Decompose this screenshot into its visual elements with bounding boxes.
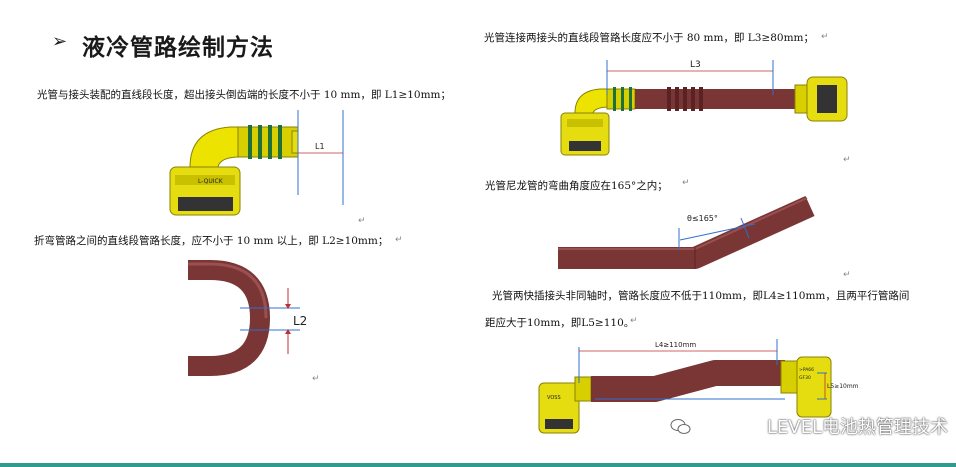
return-mark: ↵ [312, 374, 320, 384]
text-l4-rule-line1: 光管两快插接头非同轴时，管路长度应不低于110mm，即L4≥110mm，且两平行… [492, 290, 910, 302]
text-l2-rule: 折弯管路之间的直线段管路长度，应不小于 10 mm 以上，即 L2≥10mm； [34, 235, 389, 247]
return-mark: ↵ [843, 270, 851, 280]
l1-label: L1 [315, 142, 325, 151]
u-bend-highlight [188, 262, 268, 319]
text-l3-rule: 光管连接两接头的直线段管路长度应不小于 80 mm，即 L3≥80mm； [484, 32, 815, 44]
l5-label: L5≥10mm [827, 383, 859, 390]
barb-ribs [248, 125, 282, 159]
angle-ext-line-2 [740, 217, 750, 239]
fitting-mark2-text: GF30 [799, 375, 811, 381]
figure-bend-angle: θ≤165° [558, 195, 815, 269]
connector-mark-text: L-QUICK [198, 178, 224, 185]
text-l1-rule: 光管与接头装配的直线段长度，超出接头倒齿端的长度不小于 10 mm，即 L1≥1… [37, 89, 452, 101]
text-bend-rule: 光管尼龙管的弯曲角度应在165°之内； [485, 180, 668, 192]
figure-l2-ubend: L2 [188, 260, 307, 376]
page-title: 液冷管路绘制方法 [82, 35, 274, 61]
figure-l1-connector: L-QUICK L1 [169, 110, 344, 216]
connector-clip [178, 197, 233, 211]
connector-elbow [189, 126, 241, 168]
l2-arrowhead-top [285, 304, 291, 309]
l4-label: L4≥110mm [655, 341, 696, 349]
return-mark: ↵ [843, 155, 851, 165]
fitting-mark-text: >PA66 [799, 367, 814, 373]
l2-arrowhead-bottom [285, 329, 291, 334]
barb-tip [291, 130, 299, 154]
connector-band [175, 175, 235, 185]
offset-pipe [591, 360, 785, 402]
pipe-segment [635, 89, 745, 109]
pipe-corrugations [667, 87, 703, 111]
l2-label: L2 [293, 314, 307, 328]
angle-label: θ≤165° [687, 214, 718, 223]
bullet-arrow: ➢ [52, 31, 68, 52]
figure-l4-l5-offset: VOSS >PA66 GF30 L4≥110mm L5≥10mm [538, 339, 859, 434]
right-connector-clip [817, 85, 837, 113]
return-mark: ↵ [395, 235, 403, 245]
figure-l3-pipe: L3 [560, 60, 848, 156]
return-mark: ↵ [358, 216, 366, 226]
left-connector-clip [545, 419, 573, 429]
u-bend-pipe [188, 260, 271, 376]
l3-label: L3 [690, 60, 701, 70]
watermark-text: LEVEL电池热管理技术 [766, 417, 948, 438]
return-mark: ↵ [821, 32, 829, 42]
left-connector-elbow [574, 88, 611, 114]
right-connector-body [796, 356, 832, 418]
wechat-icon [670, 419, 691, 434]
angle-ref-line [679, 223, 756, 241]
return-mark: ↵ [682, 178, 690, 188]
pipe-straight [745, 89, 800, 109]
text-l4-rule-line2: 距应大于10mm，即L5≥110。 [485, 317, 635, 329]
left-barb-ribs [613, 87, 632, 111]
left-connector-clip [569, 141, 601, 151]
return-mark: ↵ [630, 316, 638, 326]
connector-mark2-text: VOSS [547, 395, 561, 401]
footer-accent-bar [0, 463, 956, 467]
left-barb [574, 376, 592, 402]
left-connector-band [567, 119, 603, 127]
